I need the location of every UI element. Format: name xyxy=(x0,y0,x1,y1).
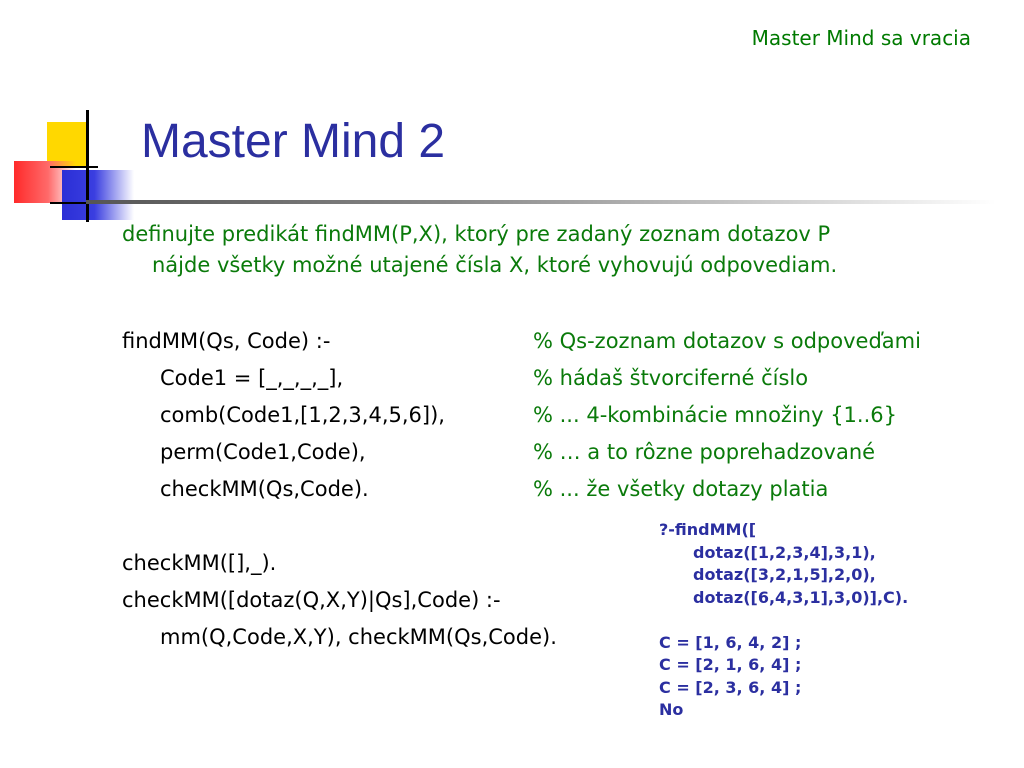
colored-squares-logo-icon xyxy=(0,0,160,240)
intro-text: definujte predikát findMM(P,X), ktorý pr… xyxy=(122,219,1002,281)
query-line: dotaz([6,4,3,1],3,0)],C). xyxy=(693,587,909,607)
query-result: C = [1, 6, 4, 2] ; xyxy=(659,632,802,652)
code-text: perm(Code1,Code), xyxy=(160,440,366,464)
logo-blue-square xyxy=(62,170,134,220)
code-block: findMM(Qs, Code) :- % Qs-zoznam dotazov … xyxy=(122,323,921,656)
code-text: checkMM(Qs,Code). xyxy=(160,477,369,501)
code-line: checkMM(Qs,Code). % ... že všetky dotazy… xyxy=(122,471,828,508)
code-text: checkMM([dotaz(Q,X,Y)|Qs],Code) :- xyxy=(122,588,501,612)
query-result: C = [2, 3, 6, 4] ; xyxy=(659,677,802,697)
intro-line-1: definujte predikát findMM(P,X), ktorý pr… xyxy=(122,222,831,246)
code-line: checkMM([dotaz(Q,X,Y)|Qs],Code) :- xyxy=(122,582,557,619)
code-text: comb(Code1,[1,2,3,4,5,6]), xyxy=(160,403,445,427)
code-line: checkMM([],_). xyxy=(122,545,557,582)
code-line: comb(Code1,[1,2,3,4,5,6]), % ... 4-kombi… xyxy=(122,397,897,434)
logo-horizontal-line-top xyxy=(50,166,98,168)
code-comment: % hádaš štvorciferné číslo xyxy=(533,366,809,390)
code-comment: % ... 4-kombinácie množiny {1..6} xyxy=(533,403,897,427)
code-text: findMM(Qs, Code) :- xyxy=(122,329,331,353)
code-comment: % … a to rôzne poprehadzované xyxy=(533,440,876,464)
code-line: mm(Q,Code,X,Y), checkMM(Qs,Code). xyxy=(122,619,557,656)
logo-yellow-square xyxy=(47,122,87,166)
code-text: mm(Q,Code,X,Y), checkMM(Qs,Code). xyxy=(160,625,557,649)
query-result: C = [2, 1, 6, 4] ; xyxy=(659,655,802,674)
query-line: ?-findMM([ xyxy=(659,520,757,539)
query-line: dotaz([3,2,1,5],2,0), xyxy=(693,565,876,584)
logo-horizontal-line-bottom xyxy=(50,202,98,204)
intro-line-2: nájde všetky možné utajené čísla X, ktor… xyxy=(152,253,838,277)
title-divider xyxy=(86,200,996,204)
code-text: Code1 = [_,_,_,_], xyxy=(160,366,344,390)
code-line: Code1 = [_,_,_,_], % hádaš štvorciferné … xyxy=(122,360,808,397)
code-text: checkMM([],_). xyxy=(122,551,277,575)
query-result: No xyxy=(659,700,684,719)
query-line: dotaz([1,2,3,4],3,1), xyxy=(693,542,876,562)
code-line: perm(Code1,Code), % … a to rôzne popreha… xyxy=(122,434,875,471)
code-line: findMM(Qs, Code) :- % Qs-zoznam dotazov … xyxy=(122,323,921,360)
code-comment: % Qs-zoznam dotazov s odpoveďami xyxy=(533,329,921,353)
page-title: Master Mind 2 xyxy=(141,115,446,168)
query-example: ?-findMM([ dotaz([1,2,3,4],3,1), dotaz([… xyxy=(659,519,908,722)
header-title: Master Mind sa vracia xyxy=(751,26,971,50)
code-comment: % ... že všetky dotazy platia xyxy=(533,477,829,501)
